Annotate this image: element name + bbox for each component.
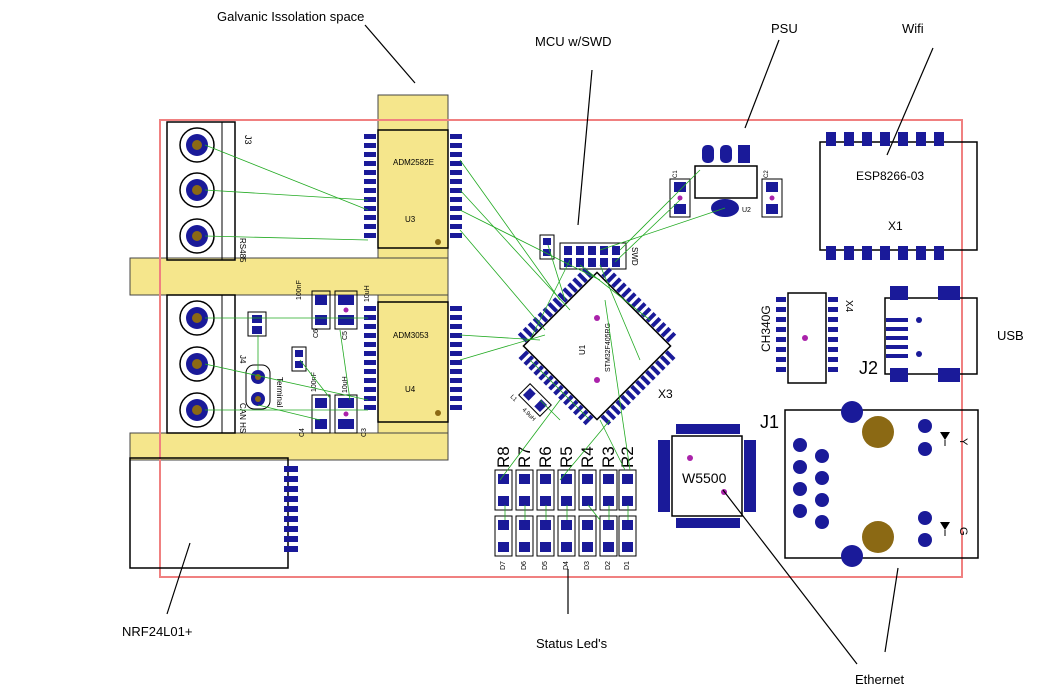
label-canhs: CAN HS bbox=[238, 403, 247, 433]
label-esp8266: ESP8266-03 bbox=[856, 169, 924, 183]
resistor-label: R8 bbox=[494, 446, 513, 468]
callout-status: Status Led's bbox=[536, 636, 608, 651]
terminal-block-j4 bbox=[166, 294, 236, 434]
swd-header bbox=[539, 234, 627, 270]
resistor-label: R2 bbox=[618, 446, 637, 468]
usb-connector bbox=[884, 286, 978, 382]
callout-mcu: MCU w/SWD bbox=[535, 34, 612, 49]
passive-components bbox=[291, 290, 358, 434]
led-label: D2 bbox=[605, 561, 612, 570]
label-rs485: RS485 bbox=[238, 238, 247, 263]
label-c1: C1 bbox=[673, 170, 679, 178]
label-adm2582e: ADM2582E bbox=[393, 158, 434, 167]
led-label: D3 bbox=[584, 561, 591, 570]
led-label: D5 bbox=[542, 561, 549, 570]
callout-usb: USB bbox=[997, 328, 1024, 343]
led-label: D6 bbox=[521, 561, 528, 570]
usb-uart-chip bbox=[776, 292, 838, 384]
chip-u3 bbox=[364, 129, 462, 249]
label-u2: U2 bbox=[742, 207, 751, 214]
resistor-label: R6 bbox=[536, 446, 555, 468]
callout-leaders bbox=[166, 24, 934, 665]
resistor-label: R5 bbox=[557, 446, 576, 468]
resistor-label: R4 bbox=[578, 446, 597, 468]
label-terminal: Terminal bbox=[275, 377, 284, 407]
label-adm3053: ADM3053 bbox=[393, 331, 429, 340]
label-l1: L1 bbox=[509, 394, 518, 403]
label-c2: C2 bbox=[764, 170, 770, 178]
led-label: D1 bbox=[624, 561, 631, 570]
status-led-array bbox=[494, 469, 637, 557]
label-x3: X3 bbox=[658, 387, 673, 401]
callout-psu: PSU bbox=[771, 21, 798, 36]
label-j3: J3 bbox=[243, 135, 253, 145]
label-j2: J2 bbox=[859, 358, 878, 378]
label-x4: X4 bbox=[843, 300, 854, 313]
led-labels: D7 D6 D5 D4 D3 D2 D1 bbox=[500, 561, 631, 570]
resistor-label: R7 bbox=[515, 446, 534, 468]
label-c6: C6 bbox=[313, 329, 320, 338]
psu-regulator bbox=[669, 145, 783, 218]
ratsnest-lines bbox=[204, 144, 726, 521]
label-u1: U1 bbox=[578, 344, 587, 355]
label-j4: J4 bbox=[238, 355, 247, 364]
label-stm32: STM32F405RG bbox=[605, 323, 612, 372]
callout-nrf: NRF24L01+ bbox=[122, 624, 192, 639]
label-ch340g: CH340G bbox=[759, 305, 773, 352]
inductor-l1 bbox=[518, 383, 552, 417]
resistor-label: R3 bbox=[599, 446, 618, 468]
label-c3: C3 bbox=[361, 428, 368, 437]
terminal-block-j3 bbox=[166, 121, 236, 261]
label-led-g: G bbox=[957, 527, 969, 536]
callout-wifi: Wifi bbox=[902, 21, 924, 36]
board-outline bbox=[159, 119, 963, 578]
ethernet-chip-w5500 bbox=[658, 424, 756, 528]
callout-ethernet: Ethernet bbox=[855, 672, 905, 687]
label-u3: U3 bbox=[405, 215, 416, 224]
label-cap-10uh-bottom: 10uH bbox=[342, 376, 349, 393]
led-label: D7 bbox=[500, 561, 507, 570]
label-c4: C4 bbox=[299, 428, 306, 437]
callout-galvanic: Galvanic Issolation space bbox=[217, 9, 364, 24]
label-cap-100nf-bottom: 100nF bbox=[311, 372, 318, 392]
label-w5500: W5500 bbox=[682, 470, 727, 486]
label-cap-100nf-top: 100nF bbox=[296, 280, 303, 300]
ethernet-jack bbox=[784, 401, 979, 567]
chip-u4 bbox=[364, 301, 462, 423]
mcu-u1 bbox=[517, 267, 677, 426]
led-label: D4 bbox=[563, 561, 570, 570]
label-x1: X1 bbox=[888, 219, 903, 233]
label-led-y: Y bbox=[957, 438, 969, 446]
label-j1: J1 bbox=[760, 412, 779, 432]
esp-module bbox=[819, 132, 978, 260]
label-swd: SWD bbox=[630, 247, 639, 266]
label-u4: U4 bbox=[405, 385, 416, 394]
label-c5: C5 bbox=[342, 331, 349, 340]
label-cap-10uh-top: 10uH bbox=[364, 285, 371, 302]
nrf-module bbox=[129, 457, 298, 569]
galvanic-isolation-area bbox=[129, 94, 449, 461]
